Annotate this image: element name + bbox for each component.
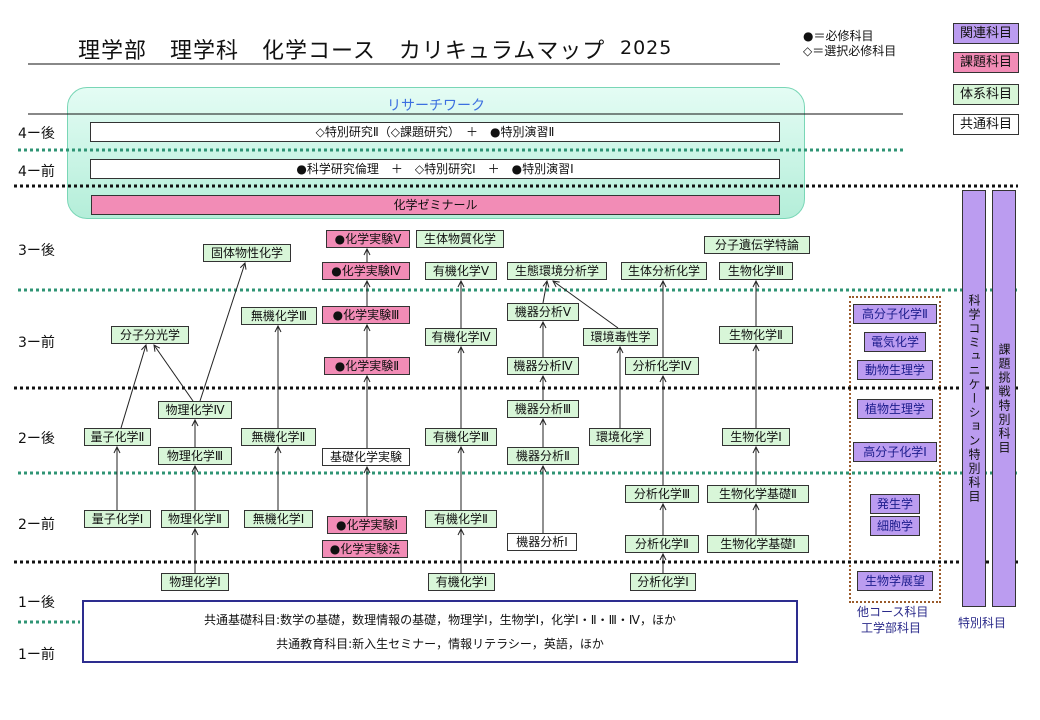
common-general-subjects: 共通教育科目:新入生セミナー，情報リテラシー，英語，ほか xyxy=(276,637,604,651)
course-instr-analysis-5: 機器分析Ⅴ xyxy=(507,303,579,321)
course-inorg-chem-2: 無機化学Ⅱ xyxy=(241,428,316,446)
course-quantum-chem-1: 量子化学Ⅰ xyxy=(84,510,151,528)
other-course-label: 他コース科目 xyxy=(857,605,929,619)
arrow-instr-5-to-eco-env xyxy=(542,281,547,304)
course-chem-lab-5: ●化学実験Ⅴ xyxy=(326,230,410,248)
course-chem-lab-1: ●化学実験Ⅰ xyxy=(327,516,407,534)
semester-label: 1ー後 xyxy=(18,595,55,611)
common-basic-subjects: 共通基礎科目:数学の基礎，数理情報の基礎，物理学Ⅰ，生物学Ⅰ，化学Ⅰ・Ⅱ・Ⅲ・Ⅳ… xyxy=(204,613,676,627)
engineering-course-label: 工学部科目 xyxy=(861,621,922,635)
special-sci-comm-bar: 科学コミュニケーション特別科目 xyxy=(962,190,986,607)
other-plant-physiology: 植物生理学 xyxy=(857,399,933,419)
research-work-label: リサーチワーク xyxy=(387,98,485,114)
course-inorg-chem-1: 無機化学Ⅰ xyxy=(244,510,313,528)
legend-required: ●＝必修科目 xyxy=(803,29,874,43)
course-env-toxicology: 環境毒性学 xyxy=(583,328,658,346)
other-electrochem: 電気化学 xyxy=(864,332,926,352)
other-course-frame xyxy=(849,296,941,603)
semester-label: 3ー前 xyxy=(18,335,55,351)
course-anal-chem-2: 分析化学Ⅱ xyxy=(625,535,699,553)
semester-label: 4ー前 xyxy=(18,164,55,180)
course-chem-lab-2: ●化学実験Ⅱ xyxy=(324,357,410,375)
semester-label: 1ー前 xyxy=(18,647,55,663)
semester-label: 3ー後 xyxy=(18,243,55,259)
course-instr-analysis-2: 機器分析Ⅱ xyxy=(507,447,579,465)
arrow-quantum-2-to-spectroscopy xyxy=(120,345,146,429)
research-row-4-late: ◇特別研究Ⅱ（◇課題研究） ＋ ●特別演習Ⅱ xyxy=(90,122,780,142)
research-row-seminar: 化学ゼミナール xyxy=(91,195,780,215)
course-org-chem-5: 有機化学Ⅴ xyxy=(425,262,497,280)
special-challenge-bar: 課題挑戦特別科目 xyxy=(992,190,1016,607)
other-embryology: 発生学 xyxy=(870,494,920,514)
course-phys-chem-1: 物理化学Ⅰ xyxy=(161,573,229,591)
course-instr-analysis-1: 機器分析Ⅰ xyxy=(507,533,577,551)
course-quantum-chem-2: 量子化学Ⅱ xyxy=(84,428,151,446)
research-row-4-early: ●科学研究倫理 ＋ ◇特別研究Ⅰ ＋ ●特別演習Ⅰ xyxy=(90,159,780,179)
course-biochem-basic-1: 生物化学基礎Ⅰ xyxy=(707,535,809,553)
other-polymer-chem-1: 高分子化学Ⅰ xyxy=(853,442,937,462)
page-title: 理学部 理学科 化学コース カリキュラムマップ xyxy=(78,39,606,64)
other-cytology: 細胞学 xyxy=(870,516,920,536)
course-anal-chem-4: 分析化学Ⅳ xyxy=(625,357,699,375)
special-challenge-label: 課題挑戦特別科目 xyxy=(997,342,1011,455)
course-inorg-chem-3: 無機化学Ⅲ xyxy=(241,307,317,325)
other-biology-outlook: 生物学展望 xyxy=(857,571,933,591)
legend-common: 共通科目 xyxy=(953,114,1019,135)
common-subjects-box: 共通基礎科目:数学の基礎，数理情報の基礎，物理学Ⅰ，生物学Ⅰ，化学Ⅰ・Ⅱ・Ⅲ・Ⅳ… xyxy=(82,600,798,663)
course-basic-chem-lab: 基礎化学実験 xyxy=(322,448,410,466)
course-biochem-1: 生物化学Ⅰ xyxy=(722,428,790,446)
semester-label: 2ー前 xyxy=(18,517,55,533)
course-chem-lab-4: ●化学実験Ⅳ xyxy=(322,262,410,280)
course-anal-chem-3: 分析化学Ⅲ xyxy=(625,485,699,503)
course-chem-lab-3: ●化学実験Ⅲ xyxy=(322,306,410,324)
course-org-chem-1: 有機化学Ⅰ xyxy=(428,573,495,591)
course-instr-analysis-3: 機器分析Ⅲ xyxy=(507,400,579,418)
other-polymer-chem-2: 高分子化学Ⅱ xyxy=(853,304,937,324)
course-instr-analysis-4: 機器分析Ⅳ xyxy=(507,357,579,375)
course-org-chem-3: 有機化学Ⅲ xyxy=(425,428,497,446)
page-year: 2025 xyxy=(620,37,673,59)
course-solid-state-chem: 固体物性化学 xyxy=(203,244,291,262)
arrow-phys-4-to-solid-state xyxy=(199,263,245,402)
course-chem-lab-methods: ●化学実験法 xyxy=(322,540,408,558)
other-animal-physiology: 動物生理学 xyxy=(857,360,933,380)
course-biochem-3: 生物化学Ⅲ xyxy=(719,262,793,280)
course-bioanalytical-chem: 生体分析化学 xyxy=(621,262,707,280)
course-biochem-2: 生物化学Ⅱ xyxy=(719,326,793,344)
course-org-chem-2: 有機化学Ⅱ xyxy=(425,510,497,528)
legend-elective-required: ◇＝選択必修科目 xyxy=(803,44,897,58)
semester-label: 2ー後 xyxy=(18,431,55,447)
special-sci-comm-label: 科学コミュニケーション特別科目 xyxy=(967,293,981,504)
arrow-env-tox-to-eco-env xyxy=(553,281,619,329)
course-eco-env-analysis: 生態環境分析学 xyxy=(507,262,607,280)
course-org-chem-4: 有機化学Ⅳ xyxy=(425,328,497,346)
course-phys-chem-4: 物理化学Ⅳ xyxy=(158,401,232,419)
course-mol-spectroscopy: 分子分光学 xyxy=(111,326,189,344)
course-phys-chem-3: 物理化学Ⅲ xyxy=(158,447,232,465)
course-anal-chem-1: 分析化学Ⅰ xyxy=(630,573,696,591)
course-mol-genetics: 分子遺伝学特論 xyxy=(704,236,810,254)
legend-task: 課題科目 xyxy=(953,52,1019,73)
legend-system: 体系科目 xyxy=(953,84,1019,105)
course-env-chem: 環境化学 xyxy=(589,428,651,446)
course-biomaterial-chem: 生体物質化学 xyxy=(416,230,504,248)
course-phys-chem-2: 物理化学Ⅱ xyxy=(161,510,229,528)
special-subjects-label: 特別科目 xyxy=(958,616,1007,630)
arrow-phys-4-to-spectroscopy xyxy=(154,345,194,402)
semester-label: 4ー後 xyxy=(18,126,55,142)
course-biochem-basic-2: 生物化学基礎Ⅱ xyxy=(707,485,809,503)
legend-related: 関連科目 xyxy=(953,23,1019,44)
